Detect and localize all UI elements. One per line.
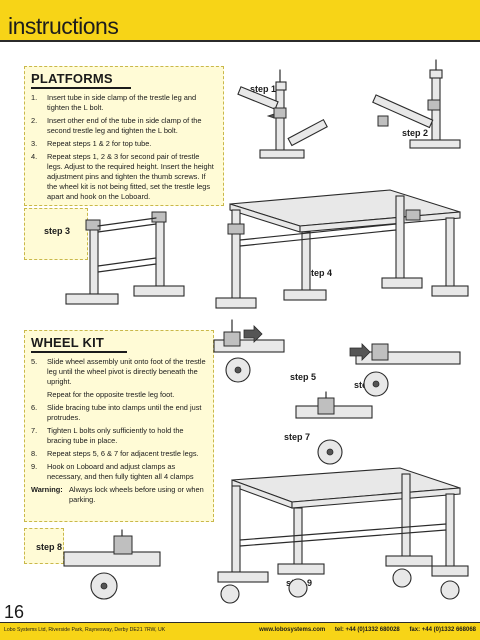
step3-tag xyxy=(24,208,88,260)
warning-note: Warning: Always lock wheels before using… xyxy=(31,485,207,505)
platforms-heading: PLATFORMS xyxy=(31,71,113,86)
step-7-label: step 7 xyxy=(284,432,311,442)
platforms-steps: 1.Insert tube in side clamp of the trest… xyxy=(31,93,217,202)
step2-illustration xyxy=(372,59,461,149)
step3-illustration xyxy=(65,211,185,305)
step8-tag xyxy=(24,528,64,564)
footer-company-address: Lobo Systems Ltd, Riverside Park, Raynes… xyxy=(4,627,166,633)
step-3-label: step 3 xyxy=(44,226,71,236)
list-item: 6.Slide bracing tube into clamps until t… xyxy=(31,403,202,422)
page-number: 16 xyxy=(4,602,25,622)
step1-illustration xyxy=(237,69,328,159)
step-2-label: step 2 xyxy=(402,128,429,138)
page-title: instructions xyxy=(8,13,119,39)
list-item: 7.Tighten L bolts only sufficiently to h… xyxy=(31,426,184,445)
step8-illustration xyxy=(63,529,161,600)
warning-label: Warning: xyxy=(31,485,63,494)
list-item: 5.Slide wheel assembly unit onto foot of… xyxy=(31,357,206,386)
step-8-label: step 8 xyxy=(36,542,63,552)
wheel-kit-steps: 5.Slide wheel assembly unit onto foot of… xyxy=(31,357,207,482)
platforms-panel: PLATFORMS 1.Insert tube in side clamp of… xyxy=(24,66,224,206)
footer-contact: www.lobosystems.com tel: +44 (0)1332 680… xyxy=(251,627,476,633)
step-5-label: step 5 xyxy=(290,372,317,382)
list-item: 9.Hook on Loboard and adjust clamps as n… xyxy=(31,462,194,481)
footer-telephone: tel: +44 (0)1332 680028 xyxy=(334,627,400,633)
wheel-kit-panel: WHEEL KIT 5.Slide wheel assembly unit on… xyxy=(24,330,214,522)
footer-website-link[interactable]: www.lobosystems.com xyxy=(259,627,326,633)
step9-illustration xyxy=(217,467,469,604)
list-item: 8.Repeat steps 5, 6 & 7 for adjacent tre… xyxy=(31,449,199,458)
header-divider xyxy=(0,40,480,42)
platforms-heading-rule xyxy=(31,87,131,89)
wheel-kit-heading: WHEEL KIT xyxy=(31,335,105,350)
list-item: 3.Repeat steps 1 & 2 for top tube. xyxy=(31,139,152,148)
footer-bar: Lobo Systems Ltd, Riverside Park, Raynes… xyxy=(0,622,480,640)
wheel-kit-heading-rule xyxy=(31,351,127,353)
list-item: Repeat for the opposite trestle leg foot… xyxy=(47,390,175,399)
step-4-label: step 4 xyxy=(306,268,333,278)
step-1-label: step 1 xyxy=(250,84,277,94)
list-item: 1.Insert tube in side clamp of the trest… xyxy=(31,93,197,112)
step7-illustration xyxy=(295,391,373,465)
step5-illustration xyxy=(213,319,285,383)
step4-illustration xyxy=(215,189,469,309)
header-bar: instructions xyxy=(0,0,480,42)
footer-fax: fax: +44 (0)1332 668068 xyxy=(409,627,476,633)
step6-illustration xyxy=(349,343,461,397)
warning-text: Always lock wheels before using or when … xyxy=(69,485,204,504)
list-item: 2.Insert other end of the tube in side c… xyxy=(31,116,202,135)
list-item: 4.Repeat steps 1, 2 & 3 for second pair … xyxy=(31,152,214,201)
